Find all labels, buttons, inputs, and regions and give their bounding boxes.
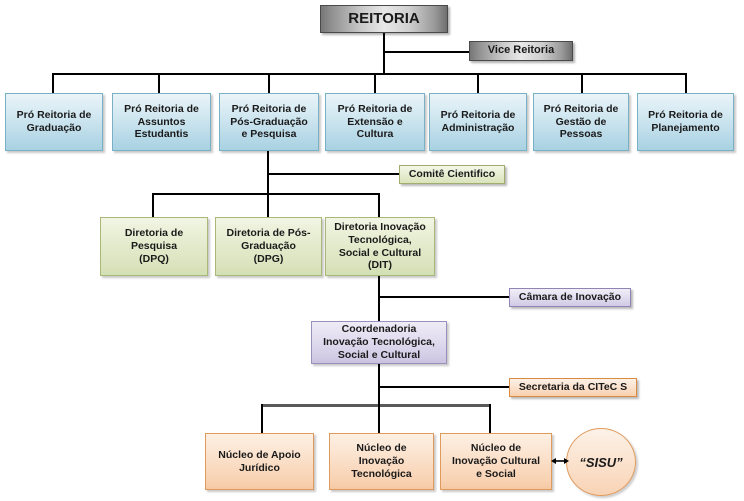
node-diretoria-pesquisa[interactable]: Diretoria de Pesquisa (DPQ): [100, 217, 208, 276]
line-drop-proreitoria-1: [52, 73, 54, 93]
line-reitoria-to-vice: [383, 51, 469, 53]
node-pro-reitoria-administracao[interactable]: Pró Reitoria de Administração: [429, 93, 527, 151]
line-drop-nucleo-3: [489, 404, 491, 434]
line-drop-proreitoria-3: [268, 73, 270, 93]
node-pro-reitoria-pos-graduacao-pesquisa[interactable]: Pró Reitoria de Pós-Graduação e Pesquisa: [219, 93, 319, 151]
node-vice-reitoria[interactable]: Vice Reitoria: [469, 41, 573, 61]
node-reitoria[interactable]: REITORIA: [320, 5, 448, 33]
line-posgrad-trunk: [267, 151, 269, 194]
line-drop-nucleo-2: [378, 404, 380, 434]
line-drop-proreitoria-5: [477, 73, 479, 93]
node-pro-reitoria-assuntos-estudantis[interactable]: Pró Reitoria de Assuntos Estudantis: [112, 93, 211, 151]
line-to-comite: [267, 173, 400, 175]
line-drop-proreitoria-6: [581, 73, 583, 93]
node-camara-inovacao[interactable]: Câmara de Inovação: [509, 288, 631, 307]
line-drop-nucleo-1: [261, 404, 263, 434]
line-nucleo-bus: [261, 404, 491, 407]
line-proreitoria-bus: [52, 73, 686, 75]
line-drop-diretoria-3: [378, 193, 380, 218]
node-diretoria-pos-graduacao[interactable]: Diretoria de Pós- Graduação (DPG): [215, 217, 322, 276]
node-pro-reitoria-graduacao[interactable]: Pró Reitoria de Graduação: [5, 93, 103, 151]
line-to-secretaria: [378, 386, 510, 388]
line-to-camara: [378, 296, 510, 298]
node-sisu[interactable]: “SISU”: [566, 428, 636, 496]
line-diretoria-bus: [152, 193, 380, 195]
line-drop-proreitoria-7: [685, 73, 687, 93]
node-nucleo-inovacao-tecnologica[interactable]: Núcleo de Inovação Tecnológica: [329, 433, 434, 490]
line-dit-trunk: [378, 276, 380, 321]
node-coordenadoria-citecs[interactable]: Coordenadoria Inovação Tecnológica, Soci…: [311, 321, 447, 364]
line-drop-proreitoria-4: [374, 73, 376, 93]
line-reitoria-trunk: [383, 33, 385, 73]
node-nucleo-apoio-juridico[interactable]: Núcleo de Apoio Jurídico: [205, 433, 314, 490]
line-drop-diretoria-1: [152, 193, 154, 218]
node-nucleo-inovacao-cultural-social[interactable]: Núcleo de Inovação Cultural e Social: [440, 433, 552, 490]
node-diretoria-inovacao-dit[interactable]: Diretoria Inovação Tecnológica, Social e…: [325, 217, 435, 276]
node-pro-reitoria-gestao-pessoas[interactable]: Pró Reitoria de Gestão de Pessoas: [533, 93, 629, 151]
line-drop-proreitoria-2: [158, 73, 160, 93]
line-drop-diretoria-2: [267, 193, 269, 218]
node-secretaria-citecs[interactable]: Secretaria da CITeC S: [509, 378, 637, 397]
node-pro-reitoria-planejamento[interactable]: Pró Reitoria de Planejamento: [637, 93, 734, 151]
line-coordenadoria-trunk: [378, 363, 380, 406]
node-pro-reitoria-extensao-cultura[interactable]: Pró Reitoria de Extensão e Cultura: [325, 93, 425, 151]
node-comite-cientifico[interactable]: Comitê Cientifico: [399, 165, 505, 184]
sisu-double-arrow-icon: [551, 458, 569, 464]
